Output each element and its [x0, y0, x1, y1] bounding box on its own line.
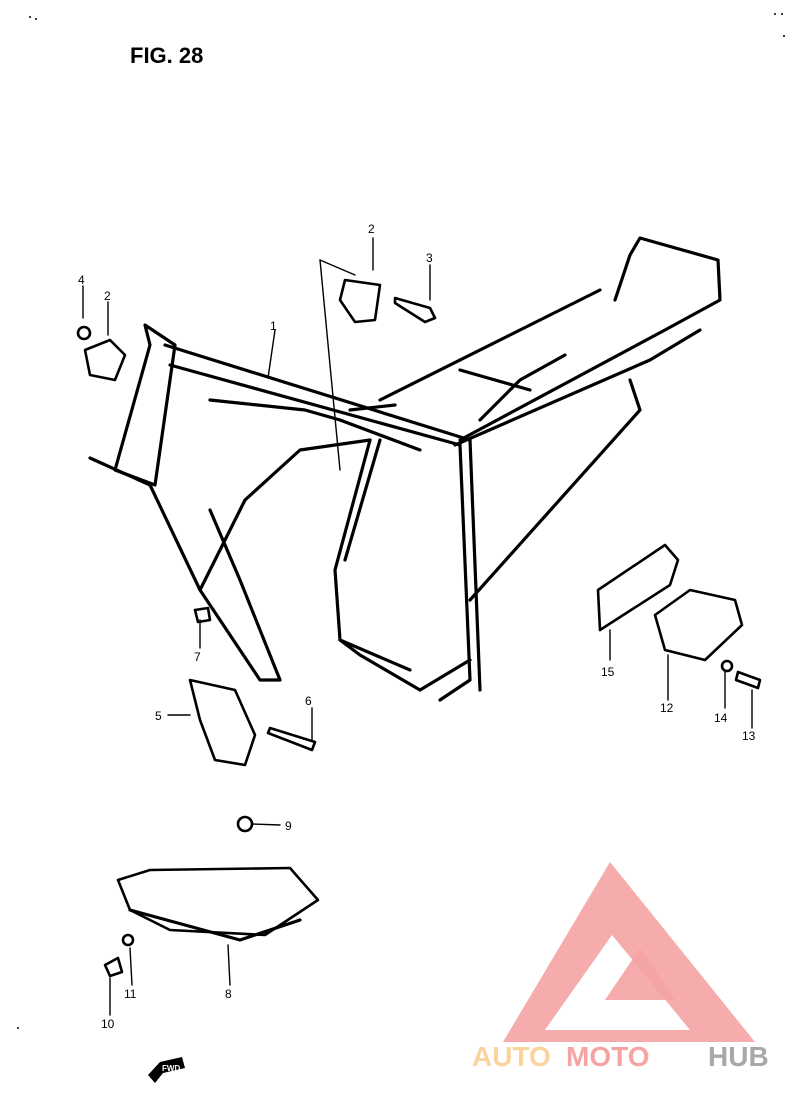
callout-13: 13 — [742, 729, 756, 743]
engine-mount-plate — [338, 278, 382, 324]
skid-plate — [116, 866, 320, 942]
callout-14: 14 — [714, 711, 728, 725]
bolt — [393, 296, 437, 324]
collar — [193, 606, 212, 624]
chain-guard — [596, 543, 680, 632]
figure-title: FIG. 28 — [130, 43, 203, 68]
bracket-bolt — [266, 726, 317, 752]
cover-bolt — [734, 670, 762, 690]
washer — [121, 933, 135, 947]
callout-2b: 2 — [104, 289, 111, 303]
logo-text-hub: HUB — [708, 1041, 769, 1072]
engine-mount-plate-front — [83, 338, 127, 382]
callout-2a: 2 — [368, 222, 375, 236]
nut — [76, 325, 92, 341]
grommet — [236, 815, 254, 833]
callout-12: 12 — [660, 701, 674, 715]
callout-11: 11 — [124, 987, 137, 1001]
callout-5: 5 — [155, 709, 162, 723]
engine-bracket — [188, 678, 257, 767]
skid-plate-bolt — [103, 956, 124, 978]
washer-small — [720, 659, 734, 673]
callout-8: 8 — [225, 987, 232, 1001]
callout-1: 1 — [270, 319, 277, 333]
automotohub-logo: AUTO MOTO HUB — [472, 862, 769, 1072]
side-cover — [653, 588, 744, 662]
callout-15: 15 — [601, 665, 615, 679]
callout-9: 9 — [285, 819, 292, 833]
fwd-arrow-icon: FWD — [148, 1057, 185, 1083]
callout-10: 10 — [101, 1017, 115, 1031]
callout-4: 4 — [78, 273, 85, 287]
scan-specks — [17, 13, 785, 1029]
fwd-label: FWD — [162, 1064, 180, 1073]
logo-text-auto: AUTO — [472, 1041, 551, 1072]
main-frame — [88, 236, 722, 702]
callout-6: 6 — [305, 694, 312, 708]
callout-3: 3 — [426, 251, 433, 265]
callout-7: 7 — [194, 650, 201, 664]
logo-text-moto: MOTO — [566, 1041, 649, 1072]
leader-lines — [82, 237, 753, 1016]
